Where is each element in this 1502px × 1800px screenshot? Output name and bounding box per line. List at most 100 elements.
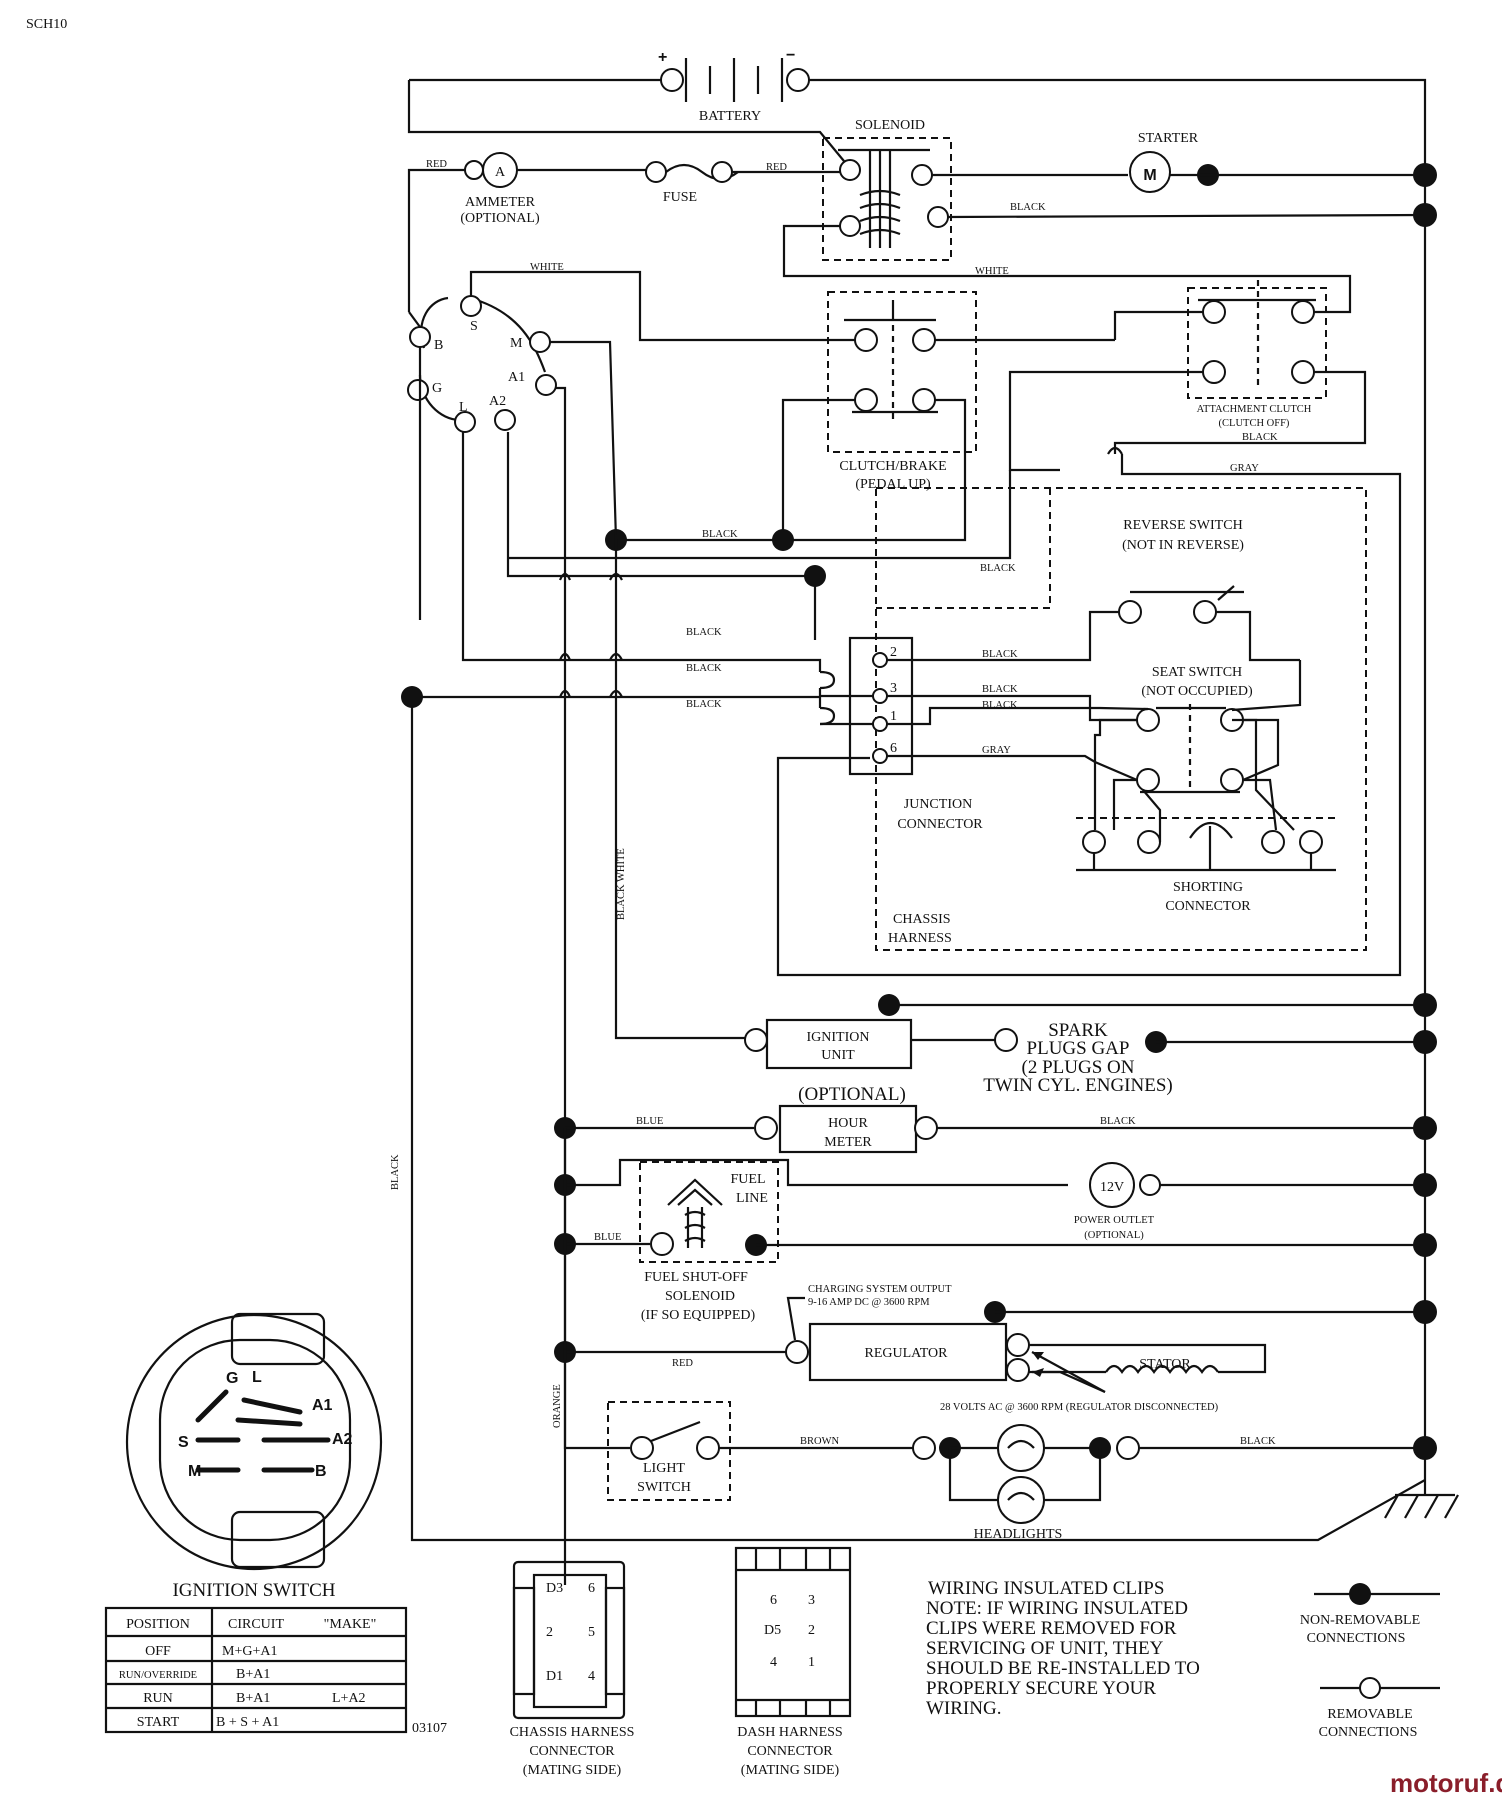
face-letter-A2: A2 bbox=[332, 1431, 353, 1448]
wire-l-black bbox=[461, 432, 822, 672]
power-outlet: 12V POWER OUTLET (OPTIONAL) bbox=[554, 1158, 1437, 1241]
wire-l-black-b bbox=[818, 688, 873, 698]
solenoid: SOLENOID bbox=[822, 118, 952, 261]
table-row-start-position: START bbox=[137, 1715, 180, 1730]
shorting-connector: SHORTING CONNECTOR bbox=[1076, 789, 1340, 914]
battery: + − BATTERY bbox=[658, 47, 810, 124]
seat-switch-label-1: SEAT SWITCH bbox=[1152, 665, 1242, 680]
chc-pin-5: 5 bbox=[588, 1625, 595, 1640]
jc-pin-3: 3 bbox=[890, 681, 897, 696]
reverse-switch-label-2: (NOT IN REVERSE) bbox=[1122, 538, 1244, 553]
wire-label-black-4: BLACK bbox=[980, 563, 1016, 574]
chc-pin-6: 6 bbox=[588, 1581, 595, 1596]
junction-connector: 2 3 1 6 JUNCTION CONNECTOR bbox=[848, 636, 983, 832]
legend-removable-label-1: REMOVABLE bbox=[1327, 1707, 1412, 1722]
note-line-3: SERVICING OF UNIT, THEY bbox=[926, 1638, 1164, 1659]
attachment-clutch-label-1: ATTACHMENT CLUTCH bbox=[1197, 404, 1312, 415]
chc-pin-2: 2 bbox=[546, 1625, 553, 1640]
fuse-label: FUSE bbox=[663, 190, 697, 205]
face-letter-S: S bbox=[178, 1434, 189, 1451]
spark-plugs-label-1: SPARK bbox=[1048, 1020, 1108, 1041]
note-title: WIRING INSULATED CLIPS bbox=[928, 1578, 1164, 1599]
hour-meter-label-1: HOUR bbox=[828, 1116, 868, 1131]
hour-meter: BLUE BLACK (OPTIONAL) HOUR METER bbox=[554, 1084, 1437, 1154]
table-header-make: "MAKE" bbox=[324, 1617, 377, 1632]
regulator: CHARGING SYSTEM OUTPUT 9-16 AMP DC @ 360… bbox=[554, 1284, 1437, 1382]
wire-label-blue-1: BLUE bbox=[636, 1116, 663, 1127]
chc-pin-D3: D3 bbox=[546, 1581, 563, 1596]
charging-label-1: CHARGING SYSTEM OUTPUT bbox=[808, 1284, 952, 1295]
spark-plugs-label-3: (2 PLUGS ON bbox=[1022, 1057, 1135, 1078]
ignition-switch-face: G L A1 S A2 M B IGNITION SWITCH bbox=[125, 1312, 383, 1601]
face-letter-B: B bbox=[315, 1463, 327, 1480]
hour-meter-label-2: METER bbox=[824, 1135, 872, 1150]
table-header-position: POSITION bbox=[126, 1617, 190, 1632]
chc-pin-4: 4 bbox=[588, 1669, 595, 1684]
watermark: motoruf.de bbox=[1390, 1768, 1502, 1798]
clutch-brake-label-1: CLUTCH/BRAKE bbox=[839, 459, 946, 474]
gray-crossover bbox=[1107, 446, 1123, 455]
legend-removable-label-2: CONNECTIONS bbox=[1319, 1725, 1418, 1740]
jc-pin-1: 1 bbox=[890, 709, 897, 724]
ignition-unit: IGNITION UNIT bbox=[744, 993, 1437, 1070]
terminal-M: M bbox=[510, 336, 523, 351]
shorting-connector-label-2: CONNECTOR bbox=[1165, 899, 1251, 914]
ignition-unit-label-1: IGNITION bbox=[807, 1030, 870, 1045]
reverse-switch: REVERSE SWITCH (NOT IN REVERSE) bbox=[880, 518, 1300, 662]
headlights-label: HEADLIGHTS bbox=[974, 1527, 1063, 1542]
shorting-connector-label-1: SHORTING bbox=[1173, 880, 1243, 895]
light-switch-label-1: LIGHT bbox=[643, 1461, 685, 1476]
dhc-pin-6: 6 bbox=[770, 1593, 777, 1608]
wire-label-blue-2: BLUE bbox=[594, 1232, 621, 1243]
table-row-start-circuit: B + S + A1 bbox=[216, 1715, 279, 1730]
starter-symbol: M bbox=[1143, 167, 1156, 184]
note-line-4: SHOULD BE RE-INSTALLED TO bbox=[926, 1658, 1200, 1679]
table-row-override-circuit: B+A1 bbox=[236, 1667, 270, 1682]
wire-gray-loop bbox=[776, 454, 1402, 977]
table-row-off-circuit: M+G+A1 bbox=[222, 1644, 277, 1659]
fuse: FUSE RED bbox=[645, 161, 840, 205]
chassis-harness-label-1: CHASSIS bbox=[893, 912, 951, 927]
legend-non-removable-label-1: NON-REMOVABLE bbox=[1300, 1613, 1420, 1628]
stator-label: STATOR bbox=[1139, 1357, 1191, 1372]
ammeter-symbol: A bbox=[495, 165, 506, 180]
fuel-shutoff-solenoid: FUEL LINE BLUE FUEL SHUT-OFF SOLENOID (I… bbox=[554, 1161, 1437, 1323]
wire-solenoid-black bbox=[947, 213, 1426, 219]
chc-label-3: (MATING SIDE) bbox=[523, 1763, 622, 1778]
dhc-pin-4: 4 bbox=[770, 1655, 777, 1670]
wire-label-black-12: BLACK bbox=[1240, 1436, 1276, 1447]
legend-non-removable-symbol bbox=[1349, 1583, 1371, 1605]
face-letter-G: G bbox=[226, 1370, 238, 1387]
table-row-run-circuit: B+A1 bbox=[236, 1691, 270, 1706]
legend: NON-REMOVABLE CONNECTIONS REMOVABLE CONN… bbox=[1300, 1583, 1440, 1740]
junction-clutch-black bbox=[772, 529, 794, 551]
ignition-switch-title: IGNITION SWITCH bbox=[172, 1580, 335, 1601]
wire-label-black-1: BLACK bbox=[1010, 202, 1046, 213]
wire-label-black-8: BLACK bbox=[686, 627, 722, 638]
chassis-harness-step bbox=[876, 488, 1051, 609]
regulator-label: REGULATOR bbox=[865, 1346, 949, 1361]
wire-jc1-black bbox=[887, 706, 1149, 726]
table-row-override-position: RUN/OVERRIDE bbox=[119, 1670, 197, 1681]
wire-a2-black bbox=[508, 470, 1012, 560]
attachment-clutch-switch: ATTACHMENT CLUTCH (CLUTCH OFF) BLACK bbox=[1008, 280, 1367, 472]
dhc-pin-D5: D5 bbox=[764, 1623, 781, 1638]
table-header-circuit: CIRCUIT bbox=[228, 1617, 284, 1632]
power-outlet-label-1: POWER OUTLET bbox=[1074, 1215, 1155, 1226]
seat-switch: SEAT SWITCH (NOT OCCUPIED) bbox=[1093, 660, 1302, 831]
reverse-switch-label-1: REVERSE SWITCH bbox=[1123, 518, 1242, 533]
light-switch-label-2: SWITCH bbox=[637, 1480, 691, 1495]
dhc-pin-2: 2 bbox=[808, 1623, 815, 1638]
ignition-switch-terminals: S B M A1 G L A2 bbox=[407, 295, 557, 433]
wire-white-solenoid bbox=[782, 224, 1352, 314]
stator-note: 28 VOLTS AC @ 3600 RPM (REGULATOR DISCON… bbox=[940, 1402, 1219, 1413]
note-line-1: NOTE: IF WIRING INSULATED bbox=[926, 1598, 1188, 1619]
junction-a2 bbox=[804, 565, 826, 587]
headlights: BLACK HEADLIGHTS bbox=[912, 1424, 1437, 1542]
crossover-l bbox=[819, 670, 836, 690]
chc-label-1: CHASSIS HARNESS bbox=[510, 1725, 635, 1740]
table-row-run-position: RUN bbox=[143, 1691, 173, 1706]
chc-pin-D1: D1 bbox=[546, 1669, 563, 1684]
note-line-5: PROPERLY SECURE YOUR bbox=[926, 1678, 1156, 1699]
wire-label-black-5: BLACK bbox=[982, 649, 1018, 660]
